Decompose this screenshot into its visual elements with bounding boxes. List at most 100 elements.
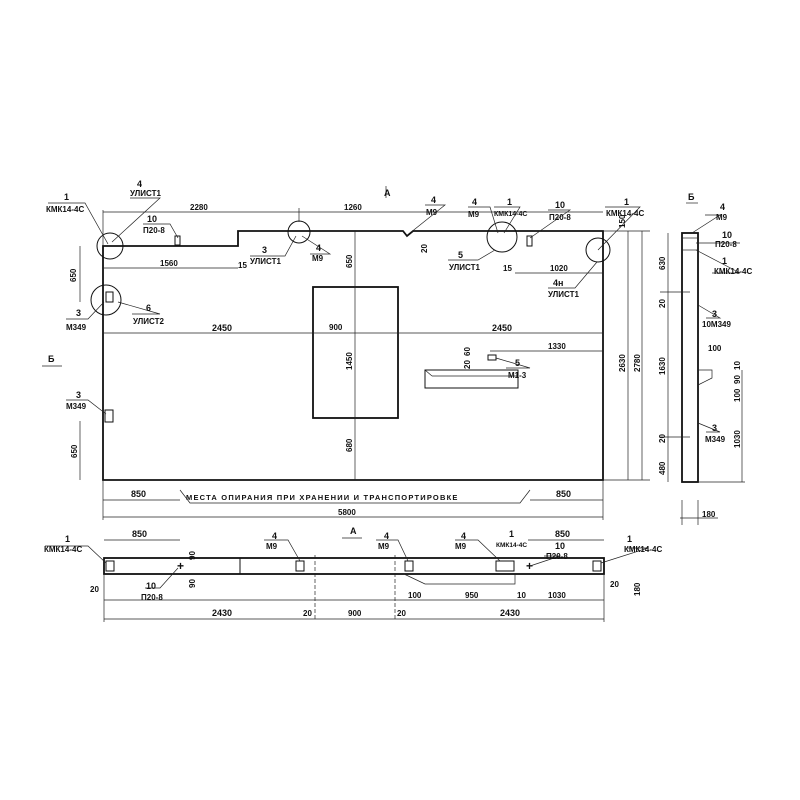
callout-ref: УЛИСТ1 (548, 290, 580, 299)
section-b-outline (681, 232, 699, 483)
callout-num: 3 (712, 423, 717, 433)
loop (174, 235, 181, 246)
callout-ref: М9 (455, 542, 467, 551)
svg-text:+: + (177, 559, 184, 573)
callout-ref: КМК14-4С (714, 267, 752, 276)
dimension: 2280 (190, 203, 208, 212)
support-note: МЕСТА ОПИРАНИЯ ПРИ ХРАНЕНИИ И ТРАНСПОРТИ… (186, 493, 459, 502)
callout-num: 4 (431, 195, 436, 205)
dimension: 2780 (633, 354, 642, 372)
callout-num: 3 (76, 390, 81, 400)
callout-ref: М349 (66, 323, 87, 332)
dimension: 1560 (160, 259, 178, 268)
callout-num: 4 (472, 197, 477, 207)
callout-ref: М9 (468, 210, 480, 219)
callout-ref: УЛИСТ1 (250, 257, 282, 266)
dimension: 850 (131, 489, 146, 499)
view-label-a: A (384, 188, 391, 198)
dimension: 1260 (344, 203, 362, 212)
view-label-b: Б (48, 354, 55, 364)
callout-num: 5 (515, 358, 520, 368)
dimension: 1020 (550, 264, 568, 273)
detail-circle (585, 237, 611, 263)
callout-ref: М9 (426, 208, 438, 217)
dimension: 20 (397, 609, 406, 618)
dimension: 650 (70, 444, 79, 458)
callout-num: 4 (137, 179, 142, 189)
callout-ref: М349 (66, 402, 87, 411)
callout-num: 3 (76, 308, 81, 318)
dimension: 60 (463, 347, 472, 356)
dimension: 900 (348, 609, 362, 618)
callout-ref: М9 (266, 542, 278, 551)
callout-num: 4 (720, 202, 725, 212)
dimension: 2450 (212, 323, 232, 333)
callout-num: 1 (722, 256, 727, 266)
callout-ref: КМК14-4С (496, 542, 527, 549)
callout-ref: КМК14-4С (44, 545, 82, 554)
dimension: 20 (463, 360, 472, 369)
dimension: 480 (658, 461, 667, 475)
callout-ref: М1-3 (508, 371, 527, 380)
section-a-view: + + А 1 КМК14-4С 4 М9 4 М9 4 М9 1 КМК14-… (44, 526, 662, 622)
dimension: 20 (658, 299, 667, 308)
callout-num: 5 (458, 250, 463, 260)
section-title: Б (688, 192, 695, 202)
dimension: 15 (503, 264, 512, 273)
callout-ref: КМК14-4С (494, 211, 527, 218)
dimension: 100 (708, 344, 722, 353)
dimension: 2630 (618, 354, 627, 372)
callout-ref: М349 (705, 435, 726, 444)
dimension: 180 (702, 510, 716, 519)
section-title: А (350, 526, 357, 536)
dimension: 5800 (338, 508, 356, 517)
dimension: 90 (188, 579, 197, 588)
callout-num: 1 (507, 197, 512, 207)
detail-circle (90, 284, 122, 316)
section-b-view: Б 4 М9 10 П20-8 1 КМК14-4С 3 10М349 3 М3… (658, 192, 752, 525)
dimension: 650 (345, 254, 354, 268)
callout-ref: КМК14-4С (606, 209, 644, 218)
dimension: 850 (555, 529, 570, 539)
callout-ref: М9 (312, 254, 324, 263)
dimension: 20 (658, 434, 667, 443)
callout-num: 3 (712, 309, 717, 319)
callout-num: 4н (553, 278, 563, 288)
callout-num: 10 (555, 541, 565, 551)
dimension: 1450 (345, 352, 354, 370)
dimension: 2430 (212, 608, 232, 618)
callout-ref: М9 (378, 542, 390, 551)
dimension: 10 (517, 591, 526, 600)
detail-circle (287, 220, 311, 244)
dimension: 630 (658, 256, 667, 270)
callout-ref: КМК14-4С (624, 545, 662, 554)
dimension: 150 (618, 214, 627, 228)
dimension: 180 (633, 582, 642, 596)
dimension: 20 (90, 585, 99, 594)
detail-circle (486, 221, 518, 253)
panel-outline (102, 230, 604, 481)
dimension: 900 (329, 323, 343, 332)
callout-num: 1 (65, 534, 70, 544)
dimension: 680 (345, 438, 354, 452)
callout-ref: УЛИСТ2 (133, 317, 165, 326)
dimension: 1030 (733, 430, 742, 448)
callout-ref: П20-8 (141, 593, 163, 602)
dimension: 650 (69, 268, 78, 282)
dimension: 2430 (500, 608, 520, 618)
callout-num: 1 (509, 529, 514, 539)
callout-ref: М9 (716, 213, 728, 222)
dimension: 20 (610, 580, 619, 589)
dimension: 1030 (548, 591, 566, 600)
section-a-outline (103, 557, 605, 575)
dimension: 10 (733, 361, 742, 370)
dimension: 15 (238, 261, 247, 270)
callout-ref: П20-8 (546, 552, 568, 561)
dimension: 100 (408, 591, 422, 600)
callout-ref: 10М349 (702, 320, 731, 329)
dimension: 90 (733, 375, 742, 384)
window-head (424, 369, 519, 389)
dimension: 950 (465, 591, 479, 600)
callout-num: 10 (147, 214, 157, 224)
